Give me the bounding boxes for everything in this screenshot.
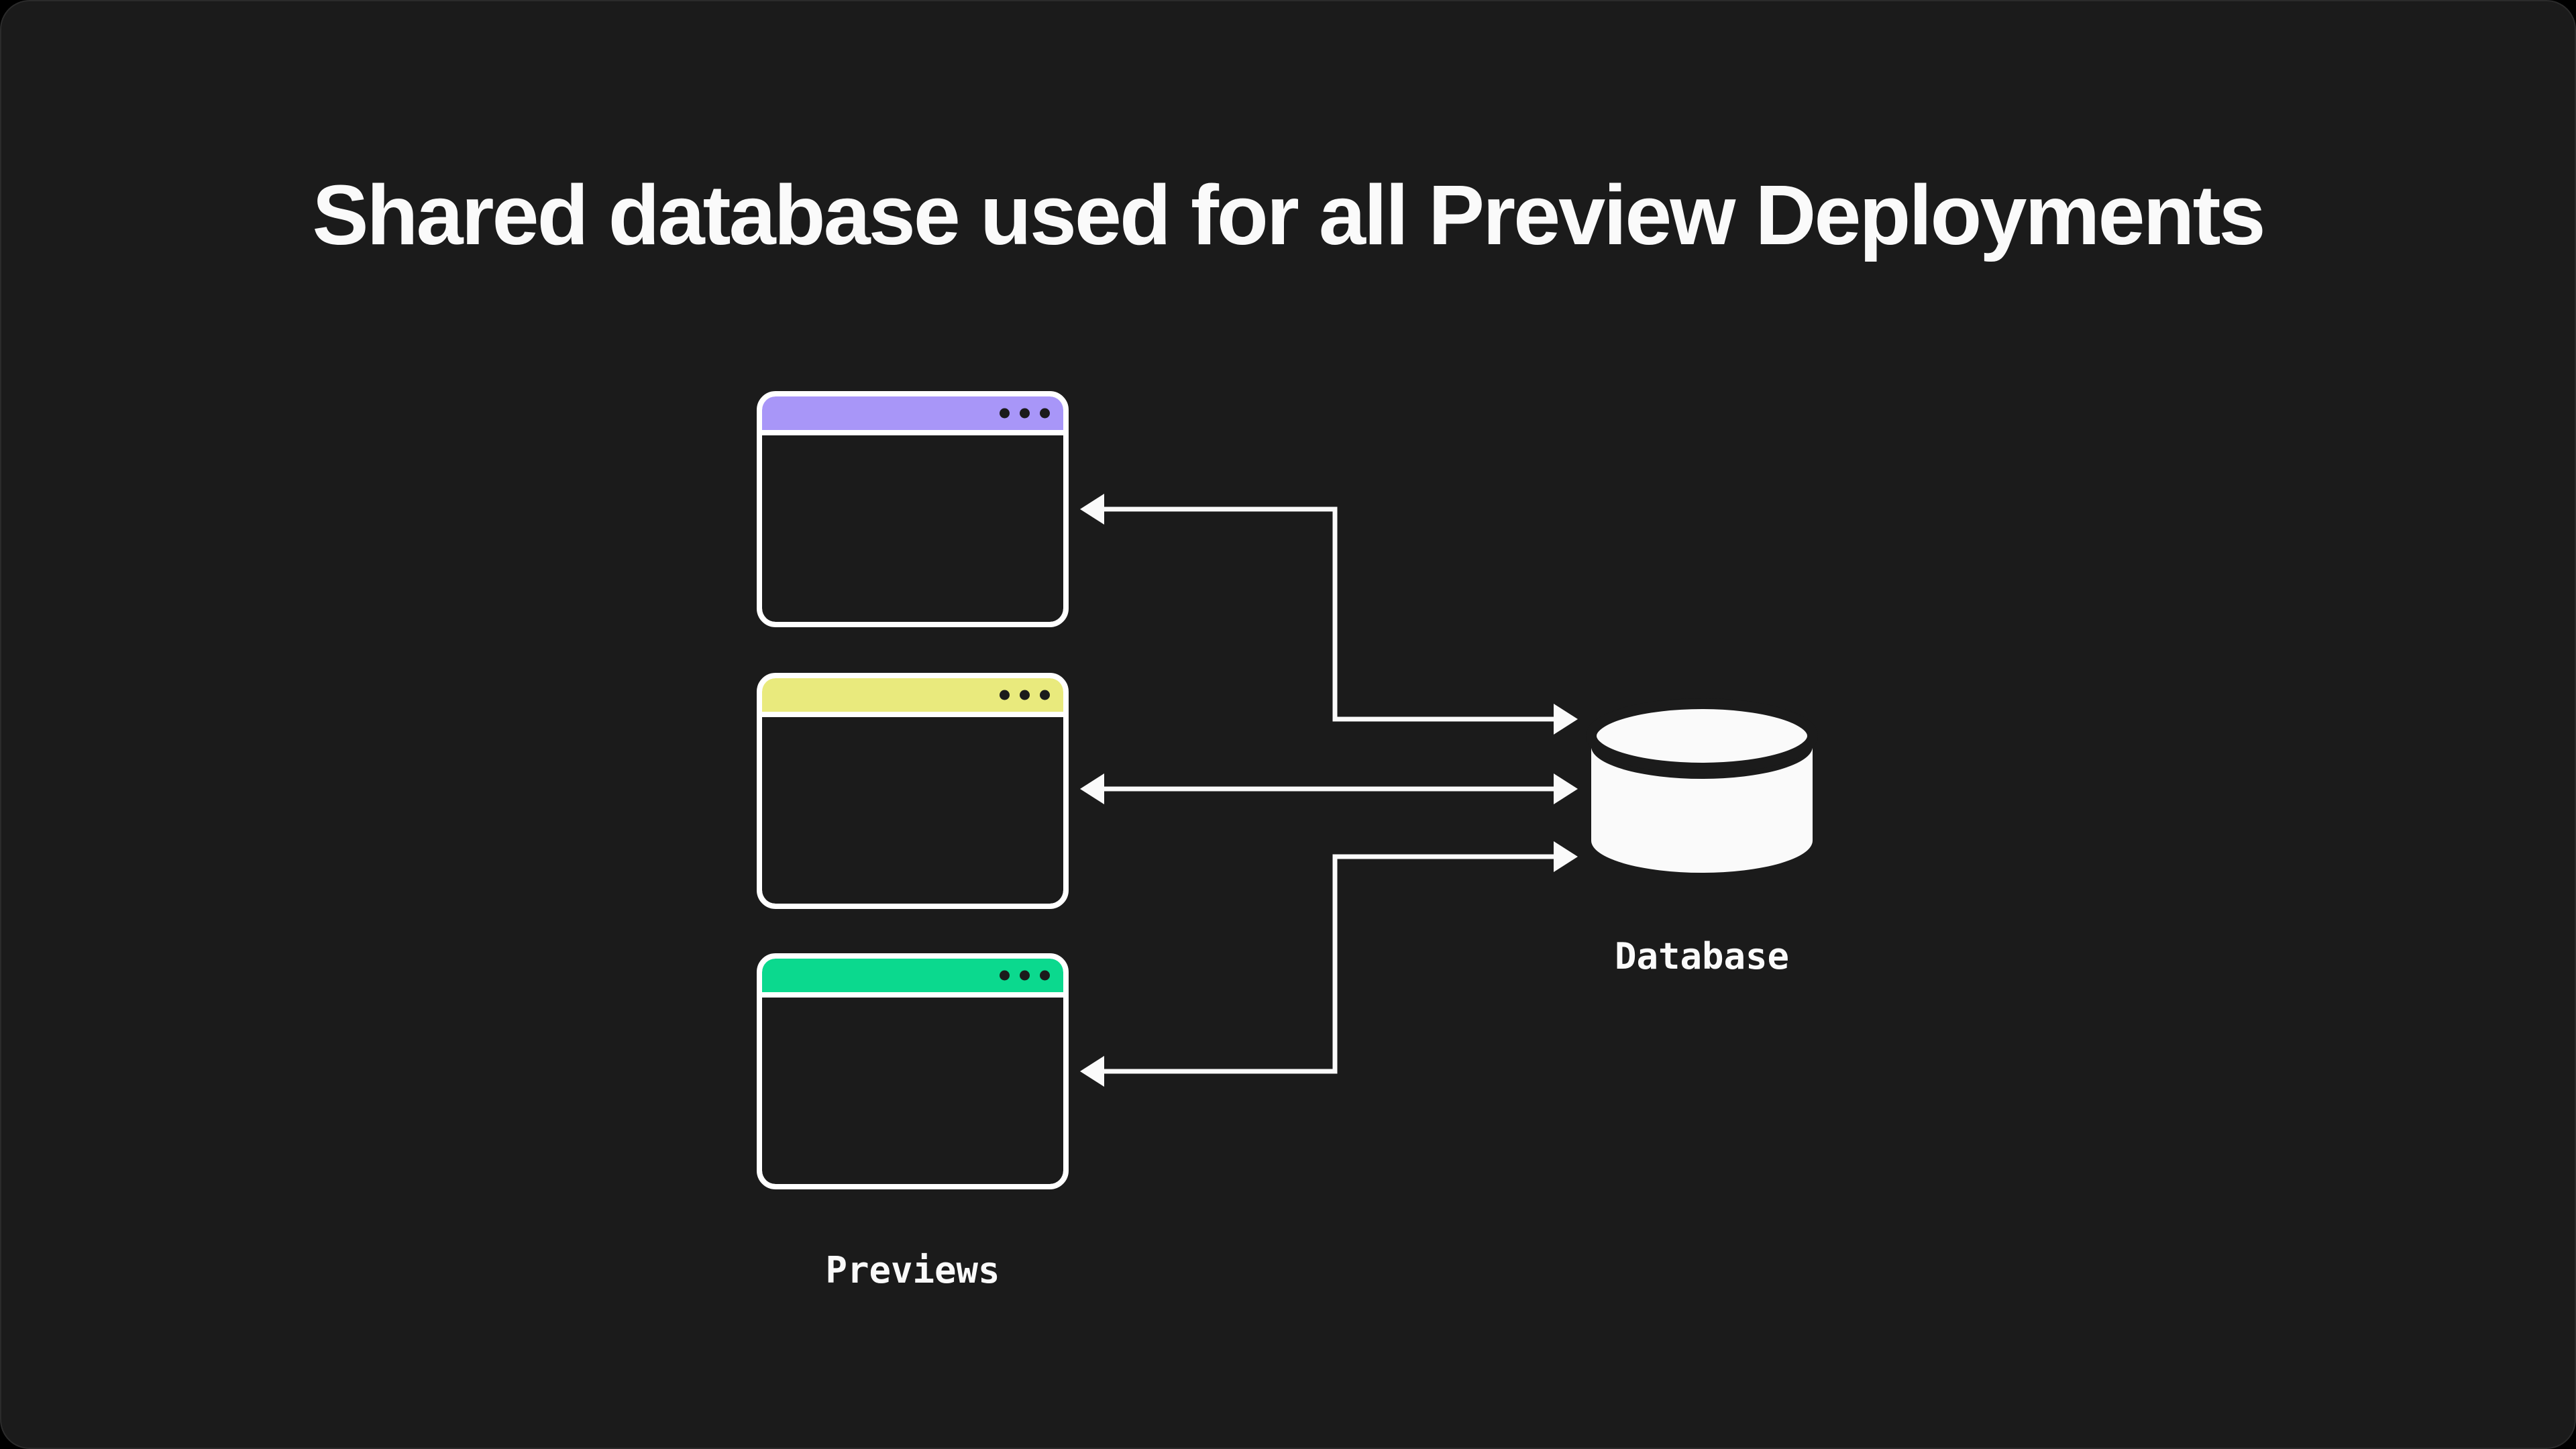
arrowhead-right-middle-icon: [1554, 773, 1578, 804]
arrowhead-left-middle-icon: [1080, 773, 1104, 804]
window-body: [762, 435, 1063, 622]
window-titlebar: [762, 396, 1063, 430]
window-titlebar: [762, 678, 1063, 712]
window-dot-icon: [1000, 690, 1010, 700]
window-body: [762, 998, 1063, 1184]
window-dot-icon: [1020, 690, 1030, 700]
window-dots: [1000, 408, 1050, 419]
window-titlebar: [762, 959, 1063, 992]
window-dot-icon: [1000, 970, 1010, 981]
window-dot-icon: [1000, 408, 1010, 419]
arrowhead-right-top-icon: [1554, 704, 1578, 735]
window-dot-icon: [1040, 970, 1050, 981]
previews-label: Previews: [825, 1249, 1000, 1291]
window-dots: [1000, 970, 1050, 981]
database-cylinder-body: [1591, 747, 1813, 873]
slide-title: Shared database used for all Preview Dep…: [312, 168, 2265, 262]
window-dot-icon: [1020, 408, 1030, 419]
connector-top: [1102, 506, 1558, 722]
database-label: Database: [1614, 935, 1790, 977]
database-cylinder-icon: [1586, 698, 1818, 873]
window-dot-icon: [1020, 970, 1030, 981]
arrowhead-left-bottom-icon: [1080, 1056, 1104, 1087]
window-dot-icon: [1040, 408, 1050, 419]
window-body: [762, 717, 1063, 904]
preview-window-yellow: [757, 673, 1069, 909]
window-dot-icon: [1040, 690, 1050, 700]
arrowhead-right-bottom-icon: [1554, 841, 1578, 872]
window-dots: [1000, 690, 1050, 700]
connector-bottom: [1102, 854, 1558, 1074]
preview-window-green: [757, 953, 1069, 1189]
arrowhead-left-top-icon: [1080, 494, 1104, 525]
database-cylinder-lid: [1586, 698, 1818, 773]
preview-window-purple: [757, 391, 1069, 627]
